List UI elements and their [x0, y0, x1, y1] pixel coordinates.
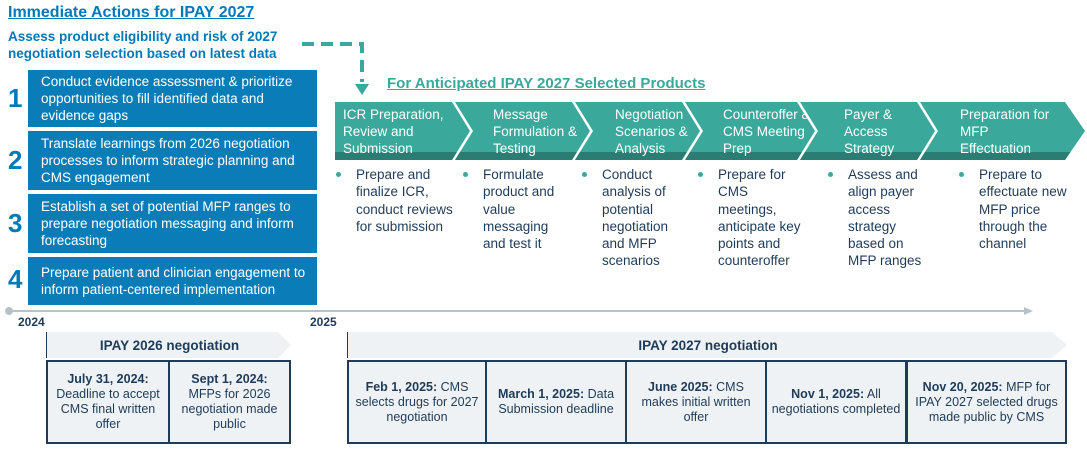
phase-bullet: Prepare and finalize ICR, conduct review…: [332, 166, 457, 235]
action-item: Establish a set of potential MFP ranges …: [28, 194, 317, 253]
phase-label: ICR Preparation, Review and Submission: [343, 107, 444, 156]
phase-chevron: Counteroffer & CMS Meeting Prep: [685, 102, 815, 160]
event-text: CMS selects drugs for 2027 negotiation: [355, 379, 479, 424]
action-number: 2: [8, 145, 23, 175]
event-text: Data Submission deadline: [498, 387, 615, 416]
year-label: 2024: [18, 315, 45, 329]
phase-bullet: Assess and align payer access strategy b…: [824, 166, 934, 270]
action-item: Conduct evidence assessment & prioritize…: [28, 70, 317, 127]
phase-label: Preparation for MFP Effectuation: [960, 107, 1050, 156]
phase-chevron: ICR Preparation, Review and Submission: [335, 102, 470, 160]
year-label: 2025: [310, 315, 337, 329]
phase-chevron: Preparation for MFP Effectuation: [920, 102, 1085, 160]
event-date: Nov 20, 2025:: [922, 379, 1003, 394]
phase-bullet: Conduct analysis of potential negotiatio…: [578, 166, 688, 270]
subtitle: Assess product eligibility and risk of 2…: [8, 29, 278, 61]
phase-bullet: Prepare for CMS meetings, anticipate key…: [694, 166, 809, 270]
event-box: Nov 1, 2025: All negotiations completed: [765, 360, 907, 444]
event-text: MFPs for 2026 negotiation made public: [181, 387, 278, 431]
event-box: Feb 1, 2025: CMS selects drugs for 2027 …: [347, 360, 487, 444]
event-date: June 2025:: [648, 379, 713, 394]
event-box: July 31, 2024: Deadline to accept CMS fi…: [46, 360, 170, 444]
event-text: CMS makes initial written offer: [641, 379, 751, 424]
action-number: 3: [8, 208, 23, 238]
phase-label: Negotiation Scenarios & Analysis: [615, 107, 688, 156]
phase-label: Message Formulation & Testing: [493, 107, 578, 156]
event-date: Feb 1, 2025:: [365, 379, 438, 394]
phase-label: Payer & Access Strategy: [844, 107, 895, 156]
phase-chevron: Negotiation Scenarios & Analysis: [575, 102, 700, 160]
phase-bullet: Prepare to effectuate new MFP price thro…: [955, 166, 1070, 252]
event-date: Nov 1, 2025:: [791, 387, 865, 401]
event-date: July 31, 2024:: [67, 372, 149, 386]
anticipated-title: For Anticipated IPAY 2027 Selected Produ…: [387, 75, 706, 92]
event-text: All negotiations completed: [771, 387, 901, 416]
event-text: MFP for IPAY 2027 selected drugs made pu…: [915, 379, 1058, 424]
event-box: June 2025: CMS makes initial written off…: [625, 360, 767, 444]
event-date: March 1, 2025:: [497, 387, 585, 401]
action-number: 4: [8, 264, 23, 294]
event-box: Nov 20, 2025: MFP for IPAY 2027 selected…: [906, 360, 1067, 444]
event-text: Deadline to accept CMS final written off…: [56, 387, 160, 431]
action-item: Prepare patient and clinician engagement…: [28, 257, 317, 305]
ipay2026-header: IPAY 2026 negotiation: [46, 332, 291, 358]
action-number: 1: [8, 83, 23, 113]
phase-bullet: Formulate product and value messaging an…: [459, 166, 574, 252]
phase-chevron: Payer & Access Strategy: [800, 102, 935, 160]
phase-chevron: Message Formulation & Testing: [455, 102, 590, 160]
dashed-arrow-icon: [302, 42, 369, 95]
event-date: Sept 1, 2024:: [191, 372, 268, 386]
event-box: Sept 1, 2024: MFPs for 2026 negotiation …: [168, 360, 291, 444]
timeline-axis: [5, 307, 1033, 315]
page-title: Immediate Actions for IPAY 2027: [8, 4, 255, 21]
ipay2027-header: IPAY 2027 negotiation: [347, 332, 1067, 358]
event-box: March 1, 2025: Data Submission deadline: [485, 360, 627, 444]
phase-label: Counteroffer & CMS Meeting Prep: [723, 107, 811, 156]
action-item: Translate learnings from 2026 negotiatio…: [28, 131, 317, 190]
